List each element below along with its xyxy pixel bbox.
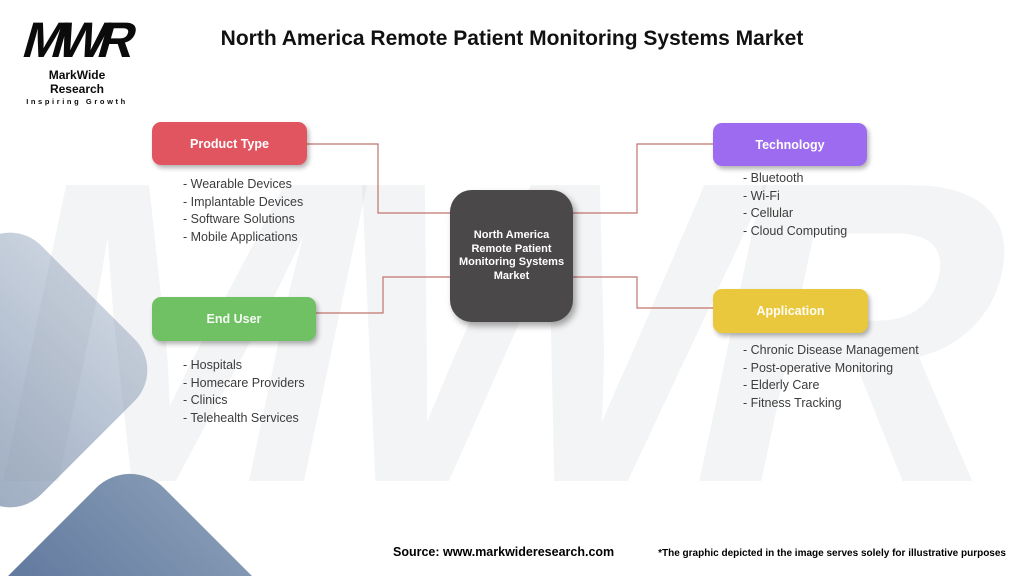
center-line: Remote Patient — [471, 242, 552, 255]
node-end-user: End User — [152, 297, 316, 341]
node-application-label: Application — [756, 304, 825, 318]
page-title: North America Remote Patient Monitoring … — [220, 27, 804, 50]
node-product-type: Product Type — [152, 122, 307, 165]
disclaimer-text: *The graphic depicted in the image serve… — [658, 548, 1006, 559]
center-line: Market — [493, 269, 530, 282]
list-item: - Cellular — [743, 206, 794, 221]
center-line: Monitoring Systems — [458, 256, 565, 268]
list-item: - Wearable Devices — [183, 177, 292, 191]
list-item: - Clinics — [183, 393, 228, 408]
center-line: North America — [473, 229, 550, 241]
list-item: - Telehealth Services — [183, 410, 299, 425]
logo-name: MarkWide Research — [48, 68, 106, 96]
source-text: Source: www.markwideresearch.com — [393, 545, 615, 559]
list-item: - Fitness Tracking — [743, 395, 842, 410]
list-item: - Mobile Applications — [183, 229, 298, 244]
node-product-type-label: Product Type — [190, 136, 269, 151]
list-item: - Implantable Devices — [183, 194, 304, 209]
list-item: - Homecare Providers — [183, 375, 305, 390]
logo-tagline: Inspiring Growth — [26, 97, 128, 106]
node-application: Application — [713, 289, 868, 333]
node-end-user-label: End User — [206, 312, 262, 326]
list-item: - Software Solutions — [183, 212, 295, 227]
list-item: - Chronic Disease Management — [743, 343, 919, 357]
list-item: - Elderly Care — [743, 378, 820, 393]
list-item: - Cloud Computing — [743, 223, 848, 238]
node-central-market: North America Remote Patient Monitoring … — [450, 190, 573, 322]
list-item: - Post-operative Monitoring — [743, 360, 894, 375]
markwide-research-logo: MWR MarkWide Research Inspiring Growth — [17, 12, 137, 106]
end-user-items: - Hospitals - Homecare Providers - Clini… — [183, 357, 305, 427]
product-type-items: - Wearable Devices - Implantable Devices… — [183, 176, 303, 246]
technology-items: - Bluetooth - Wi-Fi - Cellular - Cloud C… — [743, 170, 847, 240]
list-item: - Bluetooth — [743, 171, 804, 185]
node-technology-label: Technology — [755, 137, 825, 152]
list-item: - Hospitals — [183, 358, 243, 372]
application-items: - Chronic Disease Management - Post-oper… — [743, 342, 919, 412]
list-item: - Wi-Fi — [743, 188, 780, 203]
node-technology: Technology — [713, 123, 867, 166]
